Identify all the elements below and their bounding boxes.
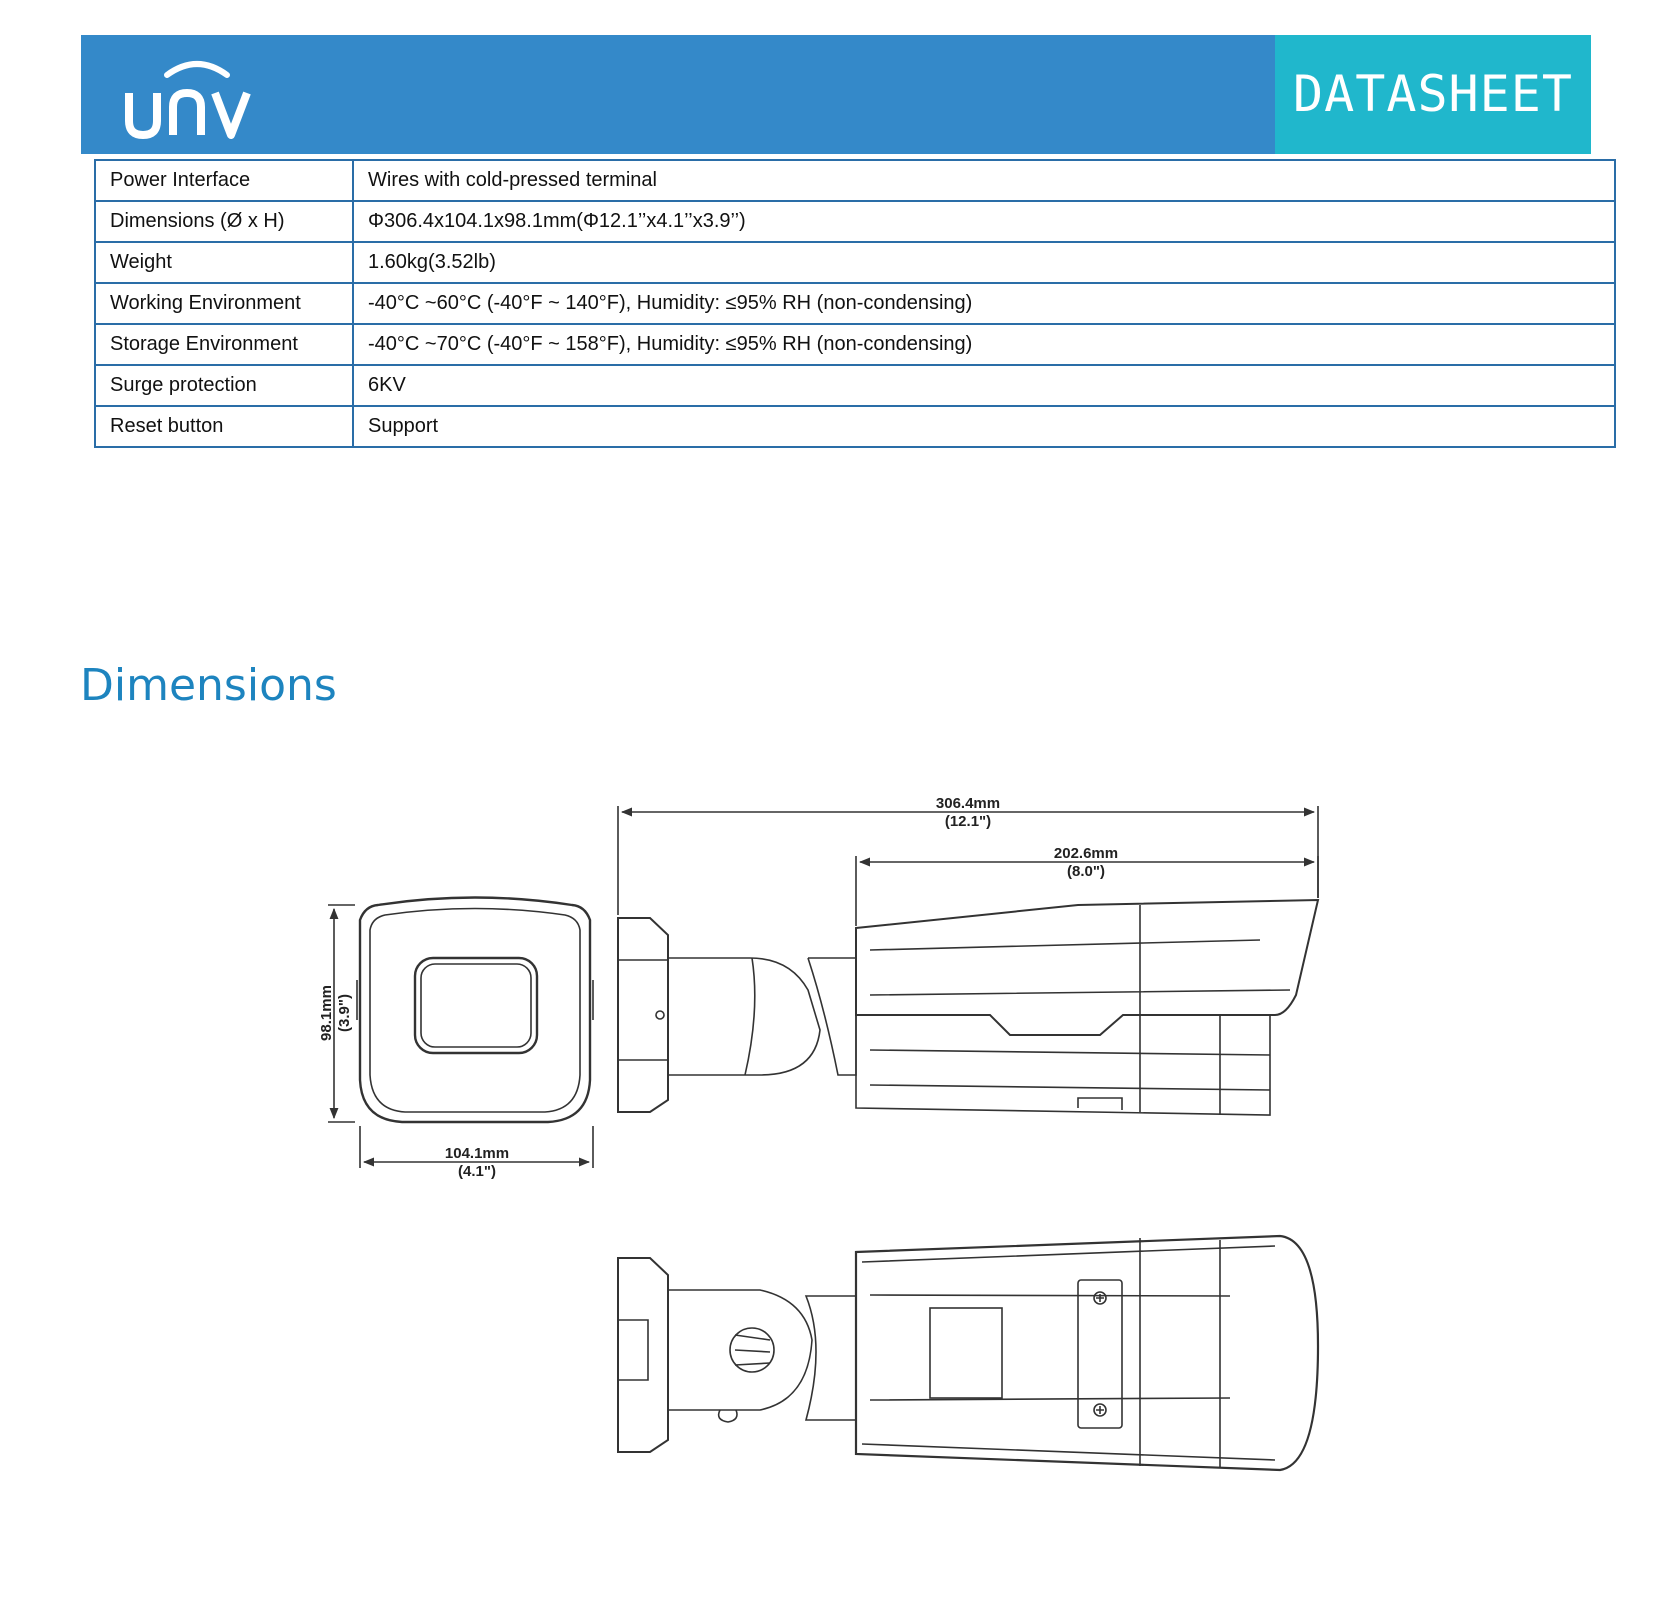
length-total-mm: 306.4mm <box>936 795 1000 812</box>
spec-value: Wires with cold-pressed terminal <box>352 159 1616 202</box>
unv-logo: unv <box>125 61 251 140</box>
table-row: Dimensions (Ø x H) Φ306.4x104.1x98.1mm(Φ… <box>94 200 1616 243</box>
spec-label: Working Environment <box>94 282 354 325</box>
height-mm: 98.1mm <box>318 985 335 1041</box>
width-in: (4.1") <box>458 1163 496 1180</box>
height-in: (3.9") <box>336 994 353 1032</box>
bottom-view <box>617 1234 1320 1472</box>
header-bar: unv DATASHEET <box>81 35 1591 154</box>
dimensions-heading: Dimensions <box>80 660 337 711</box>
table-row: Power Interface Wires with cold-pressed … <box>94 159 1616 202</box>
spec-value: Φ306.4x104.1x98.1mm(Φ12.1’’x4.1’’x3.9’’) <box>352 200 1616 243</box>
spec-value: 6KV <box>352 364 1616 407</box>
spec-value: Support <box>352 405 1616 448</box>
table-row: Reset button Support <box>94 405 1616 448</box>
spec-label: Dimensions (Ø x H) <box>94 200 354 243</box>
spec-label: Surge protection <box>94 364 354 407</box>
datasheet-badge: DATASHEET <box>1275 35 1591 154</box>
table-row: Working Environment -40°C ~60°C (-40°F ~… <box>94 282 1616 325</box>
length-body-in: (8.0") <box>1067 863 1105 880</box>
table-row: Storage Environment -40°C ~70°C (-40°F ~… <box>94 323 1616 366</box>
table-row: Weight 1.60kg(3.52lb) <box>94 241 1616 284</box>
spec-value: -40°C ~70°C (-40°F ~ 158°F), Humidity: ≤… <box>352 323 1616 366</box>
length-total-in: (12.1") <box>945 813 991 830</box>
spec-label: Storage Environment <box>94 323 354 366</box>
front-view <box>328 896 594 1168</box>
side-view <box>617 806 1320 1116</box>
length-body-mm: 202.6mm <box>1054 845 1118 862</box>
spec-value: -40°C ~60°C (-40°F ~ 140°F), Humidity: ≤… <box>352 282 1616 325</box>
width-mm: 104.1mm <box>445 1145 509 1162</box>
datasheet-label: DATASHEET <box>1293 65 1573 123</box>
spec-label: Reset button <box>94 405 354 448</box>
spec-value: 1.60kg(3.52lb) <box>352 241 1616 284</box>
table-row: Surge protection 6KV <box>94 364 1616 407</box>
spec-table: Power Interface Wires with cold-pressed … <box>94 159 1616 448</box>
spec-label: Weight <box>94 241 354 284</box>
spec-label: Power Interface <box>94 159 354 202</box>
